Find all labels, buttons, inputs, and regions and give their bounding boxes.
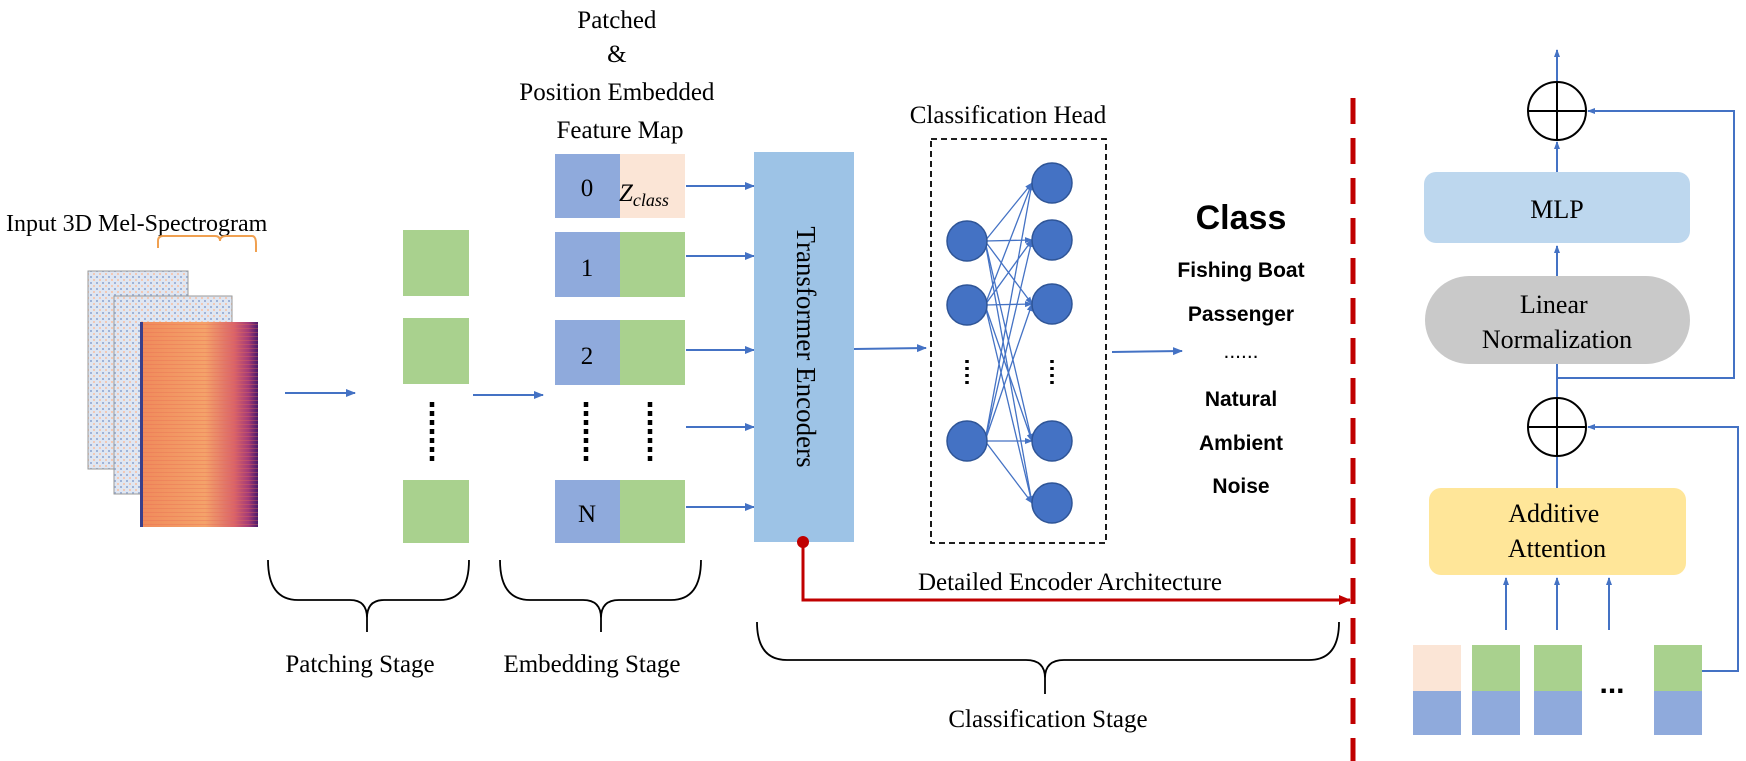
input-node <box>946 284 988 326</box>
network-edge <box>984 303 1033 442</box>
patch-cell <box>620 320 685 385</box>
network-edge <box>984 182 1033 306</box>
index-cell <box>555 480 620 543</box>
output-node <box>1031 162 1073 204</box>
embedding-column: 0 Zclass 1 2 N <box>555 154 685 543</box>
class-token <box>1413 645 1461 691</box>
patch-token <box>1534 645 1582 691</box>
network-edge <box>984 182 1033 242</box>
transformer-encoders-block <box>754 152 854 542</box>
classification-stage-brace <box>756 621 1340 694</box>
index-cell <box>555 232 620 297</box>
mel-spectrogram-stack <box>87 235 258 527</box>
linear-normalization-block <box>1425 276 1690 364</box>
encoder-link-arrow <box>801 542 1351 605</box>
class-item: Natural <box>1205 388 1277 411</box>
feature-map-title: Patched & Position Embedded Feature Map <box>519 7 720 144</box>
patch-block <box>403 230 469 296</box>
transformer-label: Transformer Encoders <box>791 226 821 467</box>
mlp-label: MLP <box>1530 195 1583 224</box>
output-node <box>1031 283 1073 325</box>
linear-normalization-label: Linear Normalization <box>1482 290 1632 354</box>
class-item: Noise <box>1212 475 1269 498</box>
patch-cell <box>620 232 685 297</box>
input-node <box>946 220 988 262</box>
z-class-label: Zclass <box>619 180 669 210</box>
class-item: Ambient <box>1199 432 1283 455</box>
patch-cell <box>620 480 685 543</box>
network-edge <box>984 237 1033 244</box>
patch-token <box>1472 645 1520 691</box>
detailed-arch-label: Detailed Encoder Architecture <box>918 569 1222 596</box>
add-icon <box>1527 397 1587 457</box>
token-sequence: ... <box>1413 645 1702 735</box>
class-item: ...... <box>1223 340 1258 363</box>
embedding-index: 2 <box>581 343 594 370</box>
input-node <box>946 420 988 462</box>
patch-block <box>403 480 469 543</box>
class-token-cell <box>620 154 685 218</box>
network-edge <box>984 239 1033 306</box>
embedding-index: N <box>578 501 596 528</box>
patch-column <box>403 230 469 543</box>
network-edge <box>984 440 1033 504</box>
input-title: Input 3D Mel-Spectrogram <box>6 211 268 237</box>
output-node <box>1031 482 1073 524</box>
embedding-index: 0 <box>581 175 594 202</box>
index-cell <box>555 154 620 218</box>
embedding-stage-label: Embedding Stage <box>503 651 680 678</box>
network-edge <box>984 304 1034 504</box>
embedding-stage-brace <box>499 559 702 632</box>
classification-stage-label: Classification Stage <box>948 706 1147 733</box>
class-item: Passenger <box>1188 303 1294 326</box>
output-node <box>1031 420 1073 462</box>
class-heading: Class <box>1196 199 1287 237</box>
network-edge <box>984 239 1034 442</box>
network-edge <box>984 301 1033 308</box>
additive-attention-block <box>1429 488 1686 575</box>
class-list: Fishing Boat Passenger ...... Natural Am… <box>1177 259 1304 498</box>
classification-head-title: Classification Head <box>910 102 1107 129</box>
class-item: Fishing Boat <box>1177 259 1304 282</box>
classification-head-network <box>946 162 1073 524</box>
add-icon <box>1527 81 1587 141</box>
patch-token <box>1654 645 1702 691</box>
mlp-block <box>1424 172 1690 243</box>
patching-stage-label: Patching Stage <box>285 651 434 678</box>
token-ellipsis: ... <box>1599 667 1624 700</box>
patching-stage-brace <box>267 559 470 632</box>
additive-attention-label: Additive Attention <box>1508 499 1606 563</box>
embedding-index: 1 <box>581 255 594 282</box>
classification-head-box <box>930 138 1107 544</box>
network-edge <box>984 182 1034 442</box>
patch-block <box>403 318 469 384</box>
index-cell <box>555 320 620 385</box>
output-node <box>1031 219 1073 261</box>
